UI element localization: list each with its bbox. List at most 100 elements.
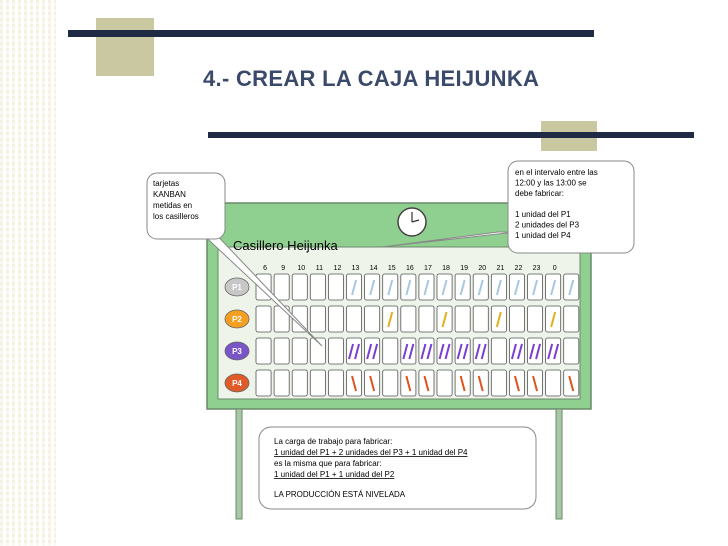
hour-label: 17: [424, 265, 432, 272]
callout-right-line: 1 unidad del P4: [515, 231, 571, 240]
kanban-card: [351, 375, 358, 392]
slot-cell: [454, 337, 471, 365]
kanban-card: [405, 279, 412, 296]
row-label: P1: [232, 283, 242, 292]
slot-cell: [490, 369, 507, 397]
slot-cell: [545, 337, 562, 365]
slide-title: 4.- CREAR LA CAJA HEIJUNKA: [203, 66, 540, 91]
kanban-card: [474, 343, 481, 360]
slot-cell: [472, 337, 489, 365]
kanban-card: [510, 343, 517, 360]
kanban-card: [351, 279, 358, 296]
slot-cell: [291, 273, 308, 301]
clock-icon: [397, 207, 427, 237]
kanban-card: [387, 311, 394, 328]
callout-right-line: 1 unidad del P1: [515, 210, 571, 219]
kanban-card: [441, 311, 448, 328]
hour-label: 10: [297, 265, 305, 272]
hour-label: 23: [533, 265, 541, 272]
note-line-4: 1 unidad del P1 + 1 unidad del P2: [274, 470, 395, 479]
kanban-card: [348, 343, 355, 360]
callout-right-line: debe fabricar:: [515, 189, 564, 198]
kanban-card: [553, 343, 560, 360]
kanban-card: [372, 343, 379, 360]
kanban-card: [529, 343, 536, 360]
kanban-card: [480, 343, 487, 360]
kanban-card: [532, 375, 539, 392]
kanban-card: [423, 375, 430, 392]
top-rule-overlay: [68, 30, 594, 37]
kanban-card: [568, 279, 575, 296]
callout-right-line: 2 unidades del P3: [515, 221, 580, 230]
kanban-card: [532, 279, 539, 296]
slot-cell: [436, 337, 453, 365]
decorative-stripe: [0, 0, 56, 546]
kanban-card: [354, 343, 361, 360]
slot-cell: [309, 369, 326, 397]
kanban-card: [568, 375, 575, 392]
slot-cell: [545, 369, 562, 397]
kanban-card: [516, 343, 523, 360]
slot-cell: [490, 337, 507, 365]
board-leg-right: [555, 408, 563, 520]
kanban-card: [456, 343, 463, 360]
kanban-card: [420, 343, 427, 360]
kanban-card: [513, 279, 520, 296]
kanban-card: [441, 279, 448, 296]
kanban-card: [405, 375, 412, 392]
hour-label: 0: [553, 265, 557, 272]
hour-label: 18: [442, 265, 450, 272]
hour-label: 15: [388, 265, 396, 272]
hour-label: 14: [370, 265, 378, 272]
kanban-card: [459, 279, 466, 296]
hour-label: 16: [406, 265, 414, 272]
slot-cell: [346, 305, 363, 333]
kanban-card: [550, 279, 557, 296]
slot-cell: [309, 337, 326, 365]
slot-cell: [327, 369, 344, 397]
bottom-note: La carga de trabajo para fabricar: 1 uni…: [258, 426, 537, 510]
slot-cell: [273, 369, 290, 397]
slot-cell: [418, 305, 435, 333]
callout-left-line: los casilleros: [153, 212, 199, 221]
slot-cell: [255, 337, 272, 365]
hour-label: 21: [496, 265, 504, 272]
slot-cell: [255, 369, 272, 397]
kanban-card: [495, 311, 502, 328]
slot-cell: [291, 305, 308, 333]
bottom-rule: [208, 132, 694, 138]
kanban-card: [550, 311, 557, 328]
callout-left-line: metidas en: [153, 201, 192, 210]
hour-label: 12: [334, 265, 342, 272]
kanban-card: [387, 279, 394, 296]
slot-cell: [563, 305, 580, 333]
kanban-card: [535, 343, 542, 360]
slot-cell: [273, 337, 290, 365]
kanban-card: [495, 279, 502, 296]
board-inner: [217, 246, 581, 400]
slot-cell: [327, 305, 344, 333]
hour-label: 9: [281, 265, 285, 272]
row-badge: [224, 277, 250, 297]
note-line-3: es la misma que para fabricar:: [274, 459, 382, 468]
board-leg-left: [235, 408, 243, 520]
slot-cell: [418, 337, 435, 365]
slot-cell: [291, 369, 308, 397]
slot-cell: [472, 305, 489, 333]
note-line-2: 1 unidad del P1 + 2 unidades del P3 + 1 …: [274, 448, 468, 457]
row-label: P3: [232, 347, 242, 356]
slot-cell: [527, 337, 544, 365]
hour-label: 6: [263, 265, 267, 272]
kanban-card: [408, 343, 415, 360]
slot-cell: [400, 305, 417, 333]
note-line-5: LA PRODUCCIÓN ESTÁ NIVELADA: [274, 490, 406, 499]
row-label: P2: [232, 315, 242, 324]
slot-cell: [346, 337, 363, 365]
slot-cell: [309, 273, 326, 301]
callout-left-line: KANBAN: [153, 190, 186, 199]
slot-cell: [327, 337, 344, 365]
slot-cell: [364, 305, 381, 333]
kanban-card: [547, 343, 554, 360]
